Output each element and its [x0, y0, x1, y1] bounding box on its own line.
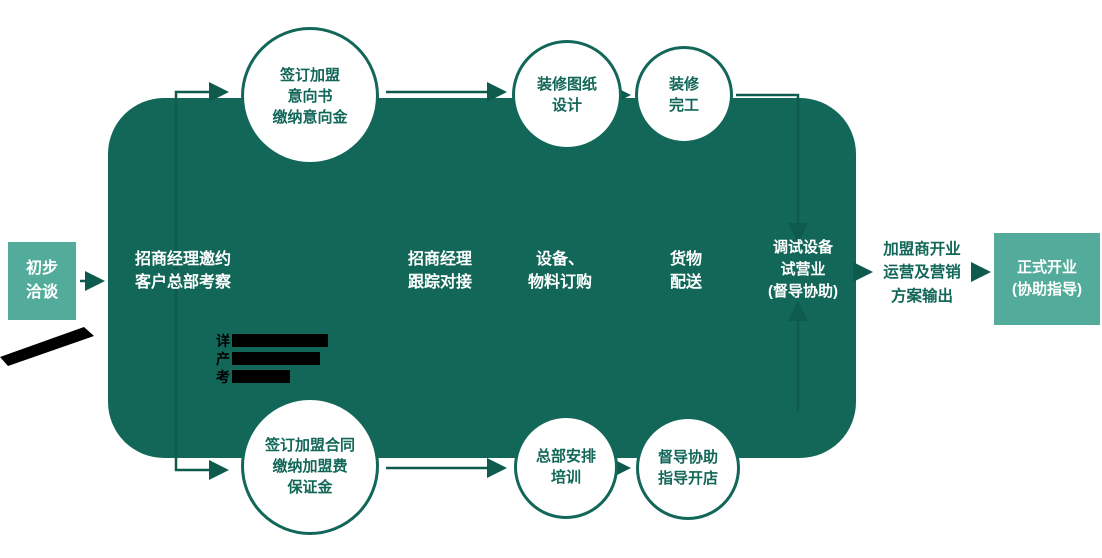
connector-process-to-intent-circle — [174, 82, 229, 270]
milestone-circle-sign-contract: 签订加盟合同 缴纳加盟费 保证金 — [241, 397, 379, 535]
annotation-char: 产 — [216, 350, 230, 367]
annotation-line: 详 — [216, 332, 328, 349]
output-node: 加盟商开业 运营及营销 方案输出 — [883, 241, 961, 305]
milestone-circle-hq-training: 总部安排 培训 — [514, 415, 618, 519]
connector-done-to-trial — [736, 93, 808, 243]
phase-label-manager-follow-up: 招商经理 跟踪对接 — [407, 251, 472, 292]
black-artifact-swoosh — [0, 327, 94, 366]
redaction-bar — [232, 370, 290, 383]
annotation-char: 详 — [216, 332, 230, 349]
end-node: 正式开业 (协助指导) — [994, 233, 1100, 325]
phase-label-invite-inspection: 招商经理邀约 客户总部考察 — [134, 251, 231, 292]
milestone-circle-decor-done: 装修 完工 — [635, 46, 733, 144]
black-annotation: 详 产 考 — [216, 332, 328, 386]
annotation-line: 考 — [216, 368, 328, 385]
connector-process-to-contract-circle — [174, 274, 229, 480]
process-container — [108, 98, 856, 458]
start-node: 初步 洽谈 — [8, 242, 76, 320]
milestone-circle-design-drawings: 装修图纸 设计 — [512, 40, 622, 150]
redaction-bar — [232, 334, 328, 347]
phase-label-equipment-order: 设备、 物料订购 — [527, 251, 592, 292]
phase-label-trial-operation: 调试设备 试营业 (督导协助) — [768, 239, 838, 300]
phase-label-goods-delivery: 货物 配送 — [669, 251, 702, 292]
annotation-char: 考 — [216, 368, 230, 385]
redaction-bar — [232, 352, 320, 365]
milestone-circle-open-guidance: 督导协助 指导开店 — [636, 416, 740, 520]
milestone-circle-sign-intent: 签订加盟 意向书 缴纳意向金 — [241, 27, 379, 165]
annotation-line: 产 — [216, 350, 328, 367]
